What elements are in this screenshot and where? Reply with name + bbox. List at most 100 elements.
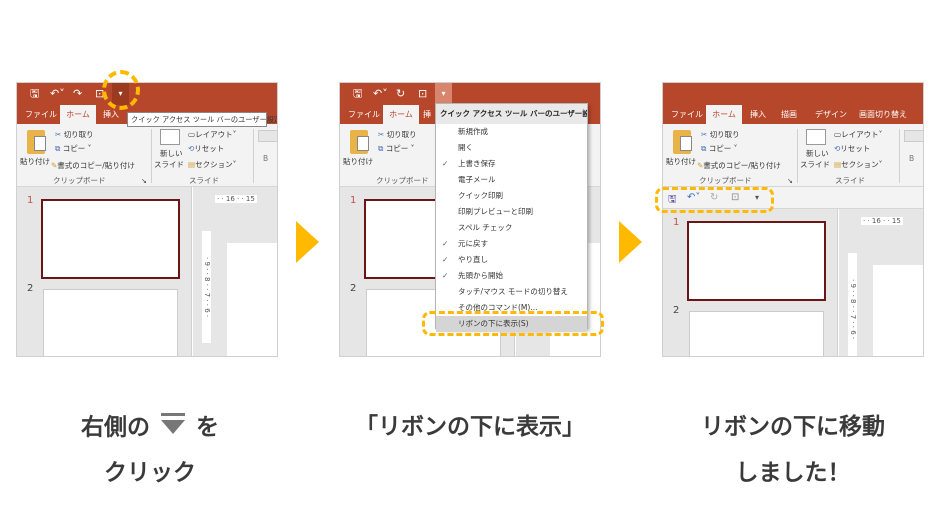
cut-button[interactable]: ✂ 切り取り [701, 130, 740, 140]
slide-group-label: スライド [835, 176, 865, 185]
copy-icon: ⧉ [55, 144, 61, 153]
ribbon-tab[interactable]: 挿 [423, 110, 431, 119]
new-slide-icon[interactable] [806, 129, 826, 145]
cut-label: 切り取り [63, 130, 94, 139]
save-icon[interactable]: 🖫 [668, 194, 677, 205]
menu-item[interactable]: タッチ/マウス モードの切り替え [436, 284, 587, 300]
slide-number: 1 [673, 217, 680, 228]
new-slide-label-2[interactable]: スライド [154, 160, 184, 169]
save-icon[interactable]: 🖫 [30, 87, 40, 100]
menu-item[interactable]: 電子メール [436, 172, 587, 188]
cut-button[interactable]: ✂ 切り取り [55, 130, 94, 140]
slideshow-icon[interactable]: ⊡ [418, 87, 428, 100]
menu-header: クイック アクセス ツール バーのユーザー設定 [436, 104, 587, 124]
slideshow-icon[interactable]: ⊡ [95, 87, 105, 100]
menu-item[interactable]: ✓元に戻す [436, 236, 587, 252]
ribbon-tab[interactable]: 挿入 [103, 110, 119, 119]
slideshow-icon[interactable]: ⊡ [731, 192, 740, 203]
menu-item-label: タッチ/マウス モードの切り替え [458, 287, 568, 296]
menu-item[interactable]: 開く [436, 140, 587, 156]
slide-canvas[interactable] [873, 265, 923, 356]
ribbon-tab[interactable]: ホーム [383, 105, 419, 124]
ribbon-tab[interactable]: 描画 [781, 110, 797, 119]
reset-button[interactable]: ⟲リセット [834, 144, 870, 154]
layout-button[interactable]: ▭レイアウト˅ [188, 130, 237, 139]
format-painter-button[interactable]: ✎書式のコピー/貼り付け [697, 161, 781, 171]
paste-icon[interactable] [350, 130, 369, 154]
horizontal-ruler: · · 16 · · 15 [215, 195, 257, 203]
redo-icon[interactable]: ↻ [396, 87, 406, 100]
bold-button[interactable]: B [263, 154, 269, 163]
copy-icon: ⧉ [378, 144, 384, 153]
menu-item[interactable]: ✓先頭から開始 [436, 268, 587, 284]
ribbon-tab[interactable]: 挿入 [750, 110, 766, 119]
scissors-icon: ✂ [378, 130, 385, 139]
menu-item[interactable]: リボンの下に表示(S) [436, 316, 587, 332]
cut-button[interactable]: ✂ 切り取り [378, 130, 417, 140]
layout-button[interactable]: ▭レイアウト˅ [834, 130, 883, 139]
menu-item[interactable]: スペル チェック [436, 220, 587, 236]
ribbon-tab[interactable]: ファイル [25, 110, 57, 119]
slide-thumbnail-2[interactable] [689, 311, 824, 356]
paste-button[interactable]: 貼り付け [343, 157, 373, 166]
step3-caption-line2: しました！ [735, 460, 851, 486]
slide-number: 1 [350, 195, 357, 206]
undo-icon[interactable]: ↶˅ [50, 87, 65, 100]
dialog-launcher-icon[interactable]: ↘ [787, 177, 793, 185]
menu-item[interactable]: 新規作成 [436, 124, 587, 140]
ribbon-tab[interactable]: ファイル [348, 110, 380, 119]
copy-button[interactable]: ⧉ コピー ˅ [378, 144, 415, 153]
slide-thumbnail-1[interactable] [41, 199, 180, 279]
checkmark-icon: ✓ [442, 271, 449, 280]
highlight-box [655, 187, 774, 213]
reset-icon: ⟲ [188, 144, 195, 153]
slide-number: 2 [27, 283, 34, 294]
ribbon-tab[interactable]: ホーム [706, 105, 742, 124]
ribbon-tab[interactable]: デザイン [815, 110, 847, 119]
customize-qat-dropdown[interactable]: ▾ [755, 193, 760, 202]
section-label: セクション [841, 160, 879, 169]
font-box[interactable] [904, 130, 923, 142]
bold-button[interactable]: B [909, 154, 915, 163]
slide-thumbnail-2[interactable] [43, 289, 178, 356]
redo-icon[interactable]: ↷ [73, 87, 83, 100]
new-slide-icon[interactable] [160, 129, 180, 145]
copy-button[interactable]: ⧉ コピー ˅ [55, 144, 92, 153]
ribbon-tab[interactable]: 画面切り替え [859, 110, 907, 119]
section-button[interactable]: ▤セクション˅ [834, 160, 883, 169]
slide-thumbnail-1[interactable] [687, 221, 826, 301]
undo-icon[interactable]: ↶˅ [373, 87, 388, 100]
redo-icon[interactable]: ↻ [710, 192, 719, 203]
section-button[interactable]: ▤セクション˅ [188, 160, 237, 169]
paste-button[interactable]: 貼り付け [20, 157, 50, 166]
vertical-ruler: · 9 · · 8 · · 7 · · 6 · [848, 253, 857, 356]
menu-item[interactable]: ✓やり直し [436, 252, 587, 268]
slide-number: 2 [350, 283, 357, 294]
undo-icon[interactable]: ↶˅ [687, 192, 701, 203]
new-slide-label-1[interactable]: 新しい [160, 149, 183, 158]
paste-icon[interactable] [673, 130, 692, 154]
menu-item-label: 新規作成 [458, 127, 488, 136]
menu-item[interactable]: ✓上書き保存 [436, 156, 587, 172]
new-slide-label-1[interactable]: 新しい [806, 149, 829, 158]
menu-item[interactable]: クイック印刷 [436, 188, 587, 204]
paste-button[interactable]: 貼り付け [666, 157, 696, 166]
reset-button[interactable]: ⟲リセット [188, 144, 224, 154]
step3-screenshot: ファイルホーム挿入 描画 デザイン 画面切り替え 貼り付け ✂ 切り取り ⧉ コピー … [655, 82, 924, 357]
menu-item[interactable]: その他のコマンド(M)... [436, 300, 587, 316]
ribbon-tab[interactable]: ファイル [671, 110, 703, 119]
new-slide-label-2[interactable]: スライド [800, 160, 830, 169]
copy-button[interactable]: ⧉ コピー ˅ [701, 144, 738, 153]
menu-item[interactable]: 印刷プレビューと印刷 [436, 204, 587, 220]
customize-qat-dropdown[interactable]: ▾ [435, 83, 452, 105]
menu-item-label: 元に戻す [458, 239, 488, 248]
paste-icon[interactable] [27, 130, 46, 154]
font-box[interactable] [258, 130, 277, 142]
format-painter-button[interactable]: ✎書式のコピー/貼り付け [51, 161, 135, 171]
slide-group-label: スライド [189, 176, 219, 185]
slide-canvas[interactable] [227, 243, 277, 356]
highlight-box [422, 311, 604, 336]
ribbon-tab[interactable]: ホーム [60, 105, 96, 124]
dialog-launcher-icon[interactable]: ↘ [141, 177, 147, 185]
save-icon[interactable]: 🖫 [353, 87, 363, 100]
